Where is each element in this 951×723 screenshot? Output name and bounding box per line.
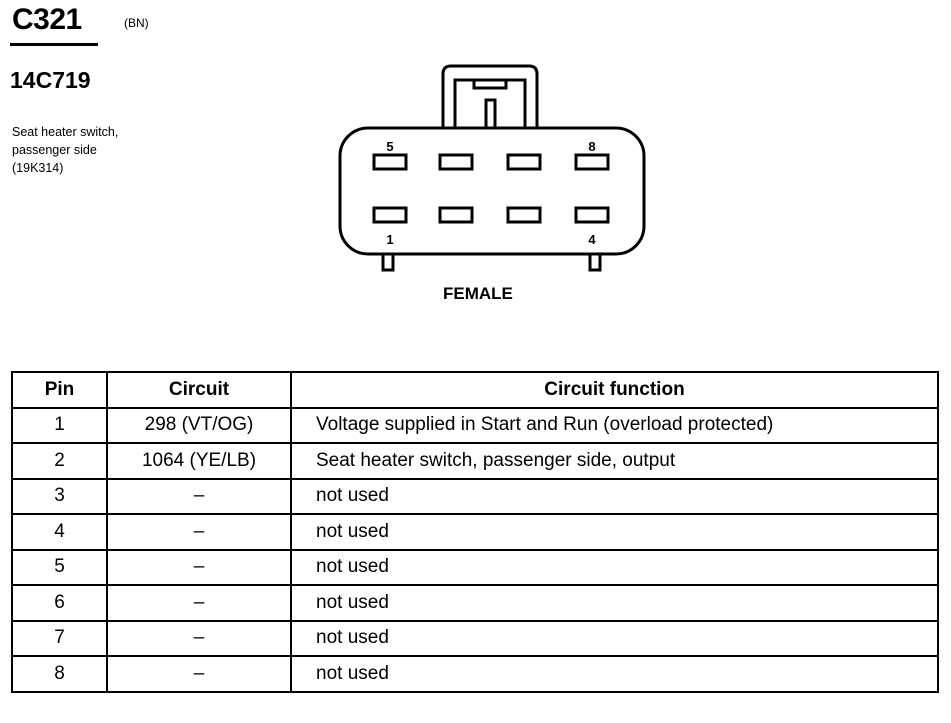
pin-cavity	[574, 153, 610, 171]
connector-color-code: (BN)	[124, 16, 149, 30]
pin-cell: 8	[11, 655, 108, 693]
table-row: 1 298 (VT/OG) Voltage supplied in Start …	[11, 406, 939, 444]
pin-cavity	[372, 206, 408, 224]
description-line: Seat heater switch,	[12, 125, 119, 139]
pin-cell: 1	[11, 406, 108, 444]
function-cell: not used	[290, 548, 939, 586]
pin-label-bottom-left: 1	[386, 232, 393, 247]
locking-tab	[441, 64, 539, 130]
table-row: 8 – not used	[11, 655, 939, 693]
circuit-cell: –	[106, 619, 292, 657]
table-row: 2 1064 (YE/LB) Seat heater switch, passe…	[11, 442, 939, 480]
function-cell: not used	[290, 584, 939, 622]
pin-cavity	[506, 206, 542, 224]
part-number: 14C719	[10, 67, 91, 93]
circuit-cell: –	[106, 513, 292, 551]
description-line: (19K314)	[12, 161, 64, 175]
connector-description: Seat heater switch, passenger side (19K3…	[12, 123, 118, 177]
connector-face-diagram: 5 8 1 4	[338, 64, 646, 272]
circuit-cell: –	[106, 548, 292, 586]
table-row: 5 – not used	[11, 548, 939, 586]
mounting-feet	[381, 252, 602, 272]
pin-cell: 7	[11, 619, 108, 657]
function-cell: Voltage supplied in Start and Run (overl…	[290, 406, 939, 444]
pin-cavity	[438, 206, 474, 224]
connector-id-underline	[10, 43, 98, 46]
description-line: passenger side	[12, 143, 97, 157]
circuit-cell: 298 (VT/OG)	[106, 406, 292, 444]
circuit-cell: –	[106, 477, 292, 515]
pin-label-bottom-right: 4	[588, 232, 596, 247]
pin-cavity	[574, 206, 610, 224]
function-cell: not used	[290, 513, 939, 551]
function-cell: not used	[290, 477, 939, 515]
connector-view-label: FEMALE	[443, 284, 513, 303]
pin-label-top-right: 8	[588, 139, 595, 154]
pin-cavities	[372, 153, 610, 224]
connector-body	[338, 126, 646, 256]
pin-cavity	[372, 153, 408, 171]
table-row: 7 – not used	[11, 619, 939, 657]
table-row: 4 – not used	[11, 513, 939, 551]
pinout-table: Pin Circuit Circuit function 1 298 (VT/O…	[11, 371, 939, 693]
column-header-circuit-function: Circuit function	[290, 371, 939, 409]
circuit-cell: –	[106, 584, 292, 622]
table-header-row: Pin Circuit Circuit function	[11, 371, 939, 409]
function-cell: Seat heater switch, passenger side, outp…	[290, 442, 939, 480]
pin-cell: 5	[11, 548, 108, 586]
table-row: 6 – not used	[11, 584, 939, 622]
pin-cavity	[438, 153, 474, 171]
pin-cell: 2	[11, 442, 108, 480]
circuit-cell: –	[106, 655, 292, 693]
function-cell: not used	[290, 619, 939, 657]
column-header-circuit: Circuit	[106, 371, 292, 409]
circuit-cell: 1064 (YE/LB)	[106, 442, 292, 480]
function-cell: not used	[290, 655, 939, 693]
pin-cell: 6	[11, 584, 108, 622]
table-row: 3 – not used	[11, 477, 939, 515]
pin-cell: 4	[11, 513, 108, 551]
column-header-pin: Pin	[11, 371, 108, 409]
connector-id: C321	[12, 3, 82, 36]
pin-cavity	[506, 153, 542, 171]
pin-label-top-left: 5	[386, 139, 393, 154]
pin-cell: 3	[11, 477, 108, 515]
